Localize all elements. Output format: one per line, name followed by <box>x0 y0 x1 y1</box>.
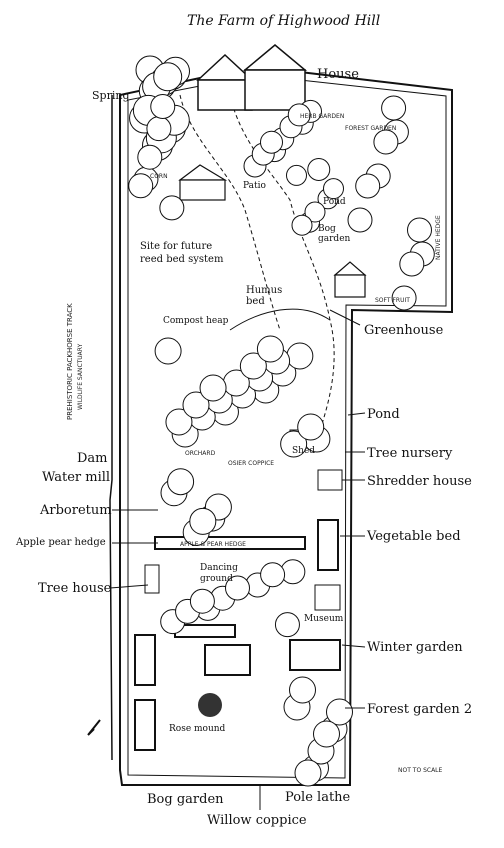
tree-icon <box>286 342 314 370</box>
tree-house-label: Tree house <box>38 581 112 596</box>
rose-mound-label: Rose mound <box>169 724 226 734</box>
osier-label: OSIER COPPICE <box>228 460 274 467</box>
tree-icon <box>128 173 154 199</box>
tree-icon <box>287 103 311 127</box>
tree-icon <box>286 164 307 186</box>
bog-garden-top-label: Bog garden <box>318 224 351 244</box>
tree-icon <box>159 195 185 221</box>
tree-icon <box>260 562 286 588</box>
pole-lathe-label: Pole lathe <box>285 790 351 805</box>
bog-garden-label: Bog garden <box>147 792 224 807</box>
north-arrow-icon <box>87 719 101 736</box>
tree-icon <box>407 217 432 243</box>
museum-label: Museum <box>304 614 344 624</box>
compost-heap-label: Compost heap <box>163 316 229 326</box>
tree-icon <box>399 251 425 277</box>
spring-label: Spring <box>92 89 130 102</box>
willow-coppice-label: Willow coppice <box>207 813 307 828</box>
dam-label: Dam <box>77 451 108 466</box>
house-building <box>196 44 308 111</box>
herb-label: HERB GARDEN <box>300 113 344 120</box>
water-mill-label: Water mill <box>42 470 111 485</box>
bed-4 <box>134 699 156 751</box>
winter-bed <box>289 639 341 671</box>
tree-icon <box>146 116 172 142</box>
arboretum-label: Arboretum <box>40 503 112 518</box>
tree-icon <box>150 94 176 119</box>
hedge-label: APPLE & PEAR HEDGE <box>180 541 246 548</box>
bed-3 <box>134 634 156 686</box>
orchard-label: ORCHARD <box>185 450 216 457</box>
forest-garden-label: FOREST GARDEN <box>345 125 396 132</box>
tree-icon <box>199 374 227 402</box>
tree-icon <box>323 178 344 200</box>
greenhouse-building <box>333 261 367 298</box>
tree-icon <box>137 144 163 170</box>
leader-lines <box>109 309 366 810</box>
patio-building <box>178 164 228 201</box>
tree-nursery-label: Tree nursery <box>367 446 453 461</box>
tree-icon <box>154 337 182 365</box>
fruit-label: SOFT FRUIT <box>375 297 410 304</box>
tree-icon <box>225 575 250 601</box>
tree-icon <box>165 408 193 436</box>
tree-icon <box>304 201 326 223</box>
tree-house-building <box>144 564 160 594</box>
native-hedge-label: NATIVE HEDGE <box>435 215 442 260</box>
tree-icon <box>274 612 300 638</box>
tree-icon <box>373 129 399 155</box>
tree-icon <box>189 588 215 614</box>
shed-label: Shed <box>292 446 316 456</box>
tree-icon <box>294 759 322 787</box>
house-label: House <box>317 67 359 82</box>
bed-1 <box>204 644 251 676</box>
tree-icon <box>167 468 195 496</box>
tree-icon <box>391 285 417 311</box>
pond-top-label: Pond <box>323 197 346 207</box>
path-1 <box>229 94 335 431</box>
tree-icon <box>297 413 325 441</box>
apple-pear-hedge-label: Apple pear hedge <box>16 537 106 548</box>
map-title: The Farm of Highwood Hill <box>187 13 381 29</box>
veg-bed <box>317 519 339 571</box>
winter-garden-label: Winter garden <box>367 640 463 655</box>
pond-label: Pond <box>367 407 400 422</box>
tree-icon <box>256 335 284 363</box>
stream <box>109 95 113 761</box>
tree-icon <box>326 698 353 726</box>
patio-label: Patio <box>243 181 266 191</box>
tree-icon <box>260 130 283 154</box>
tree-icon <box>355 173 381 199</box>
reed-bed-label: Site for future reed bed system <box>140 241 224 265</box>
scale-label: NOT TO SCALE <box>398 767 443 774</box>
museum-building <box>314 584 341 611</box>
tree-icon <box>313 720 340 748</box>
corn-label: CORN <box>150 173 168 180</box>
sanctuary-label: WILDLIFE SANCTUARY <box>77 343 84 410</box>
greenhouse-label: Greenhouse <box>364 323 444 338</box>
vegetable-bed-label: Vegetable bed <box>367 529 461 544</box>
dancing-ground-label: Dancing ground <box>200 563 238 584</box>
path-2 <box>179 94 281 331</box>
tree-icon <box>291 214 313 236</box>
tree-icon <box>307 158 331 181</box>
compost-arc <box>229 308 331 331</box>
shredder-building <box>317 469 343 491</box>
tree-icon <box>280 430 308 458</box>
humus-bed-label: Humus bed <box>246 285 283 307</box>
tree-icon <box>189 507 217 535</box>
rose-mound-shape <box>198 693 222 717</box>
forest-garden-2-label: Forest garden 2 <box>367 702 473 717</box>
tree-icon <box>381 95 407 121</box>
tree-icon <box>289 676 316 704</box>
tree-icon <box>347 207 373 233</box>
trees <box>128 55 435 787</box>
tree-icon <box>153 62 183 92</box>
tree-icon <box>182 391 210 419</box>
track-label: PREHISTORIC PACKHORSE TRACK <box>66 303 74 420</box>
shredder-house-label: Shredder house <box>367 474 472 489</box>
tree-icon <box>239 352 267 380</box>
